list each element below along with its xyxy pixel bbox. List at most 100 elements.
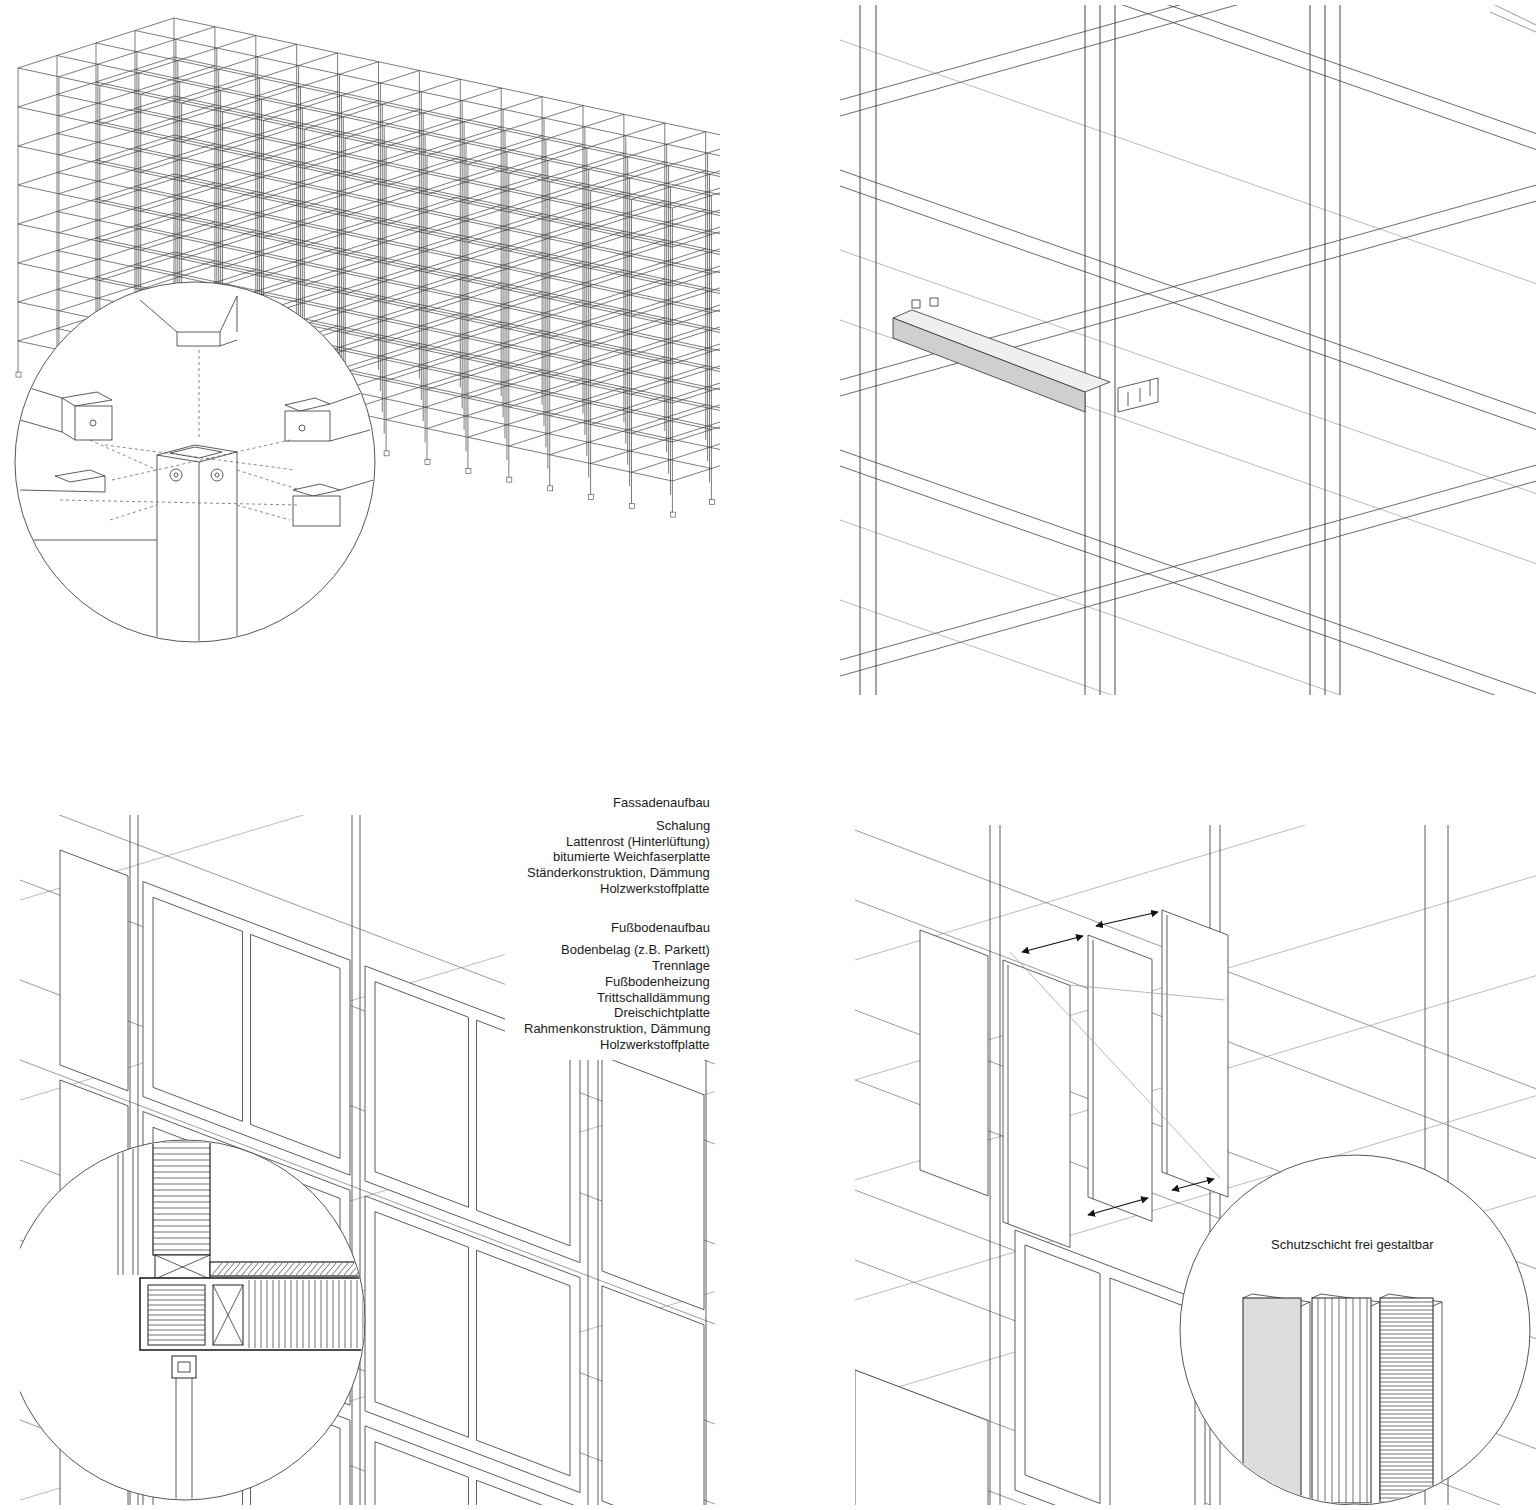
line-art — [357, 1280, 358, 1348]
line-art — [308, 1263, 318, 1275]
line-art — [62, 432, 75, 440]
line-art — [237, 296, 238, 332]
line-art — [155, 1255, 210, 1279]
line-art — [55, 470, 105, 482]
line-art — [840, 186, 1536, 430]
layer-label: Rahmenkonstruktion, Dämmung — [523, 1021, 711, 1036]
line-art — [157, 445, 237, 462]
line-art — [62, 398, 63, 432]
line-art — [840, 170, 1536, 414]
line-art — [1325, 1298, 1326, 1503]
line-art — [378, 62, 379, 370]
line-art — [1140, 388, 1141, 402]
line-art — [20, 420, 62, 432]
line-art — [224, 1263, 234, 1275]
line-art — [1380, 1310, 1433, 1311]
line-art — [296, 1263, 306, 1275]
line-art — [170, 469, 182, 481]
line-art — [840, 5, 1536, 116]
facade-elevation — [20, 815, 715, 1505]
line-art — [1380, 1334, 1433, 1335]
line-art — [542, 97, 543, 405]
line-art — [1008, 965, 1009, 1224]
line-art — [153, 1148, 210, 1149]
line-art — [155, 1255, 210, 1279]
line-art — [1380, 1482, 1433, 1483]
line-art — [1310, 5, 1311, 695]
line-art — [666, 144, 667, 452]
line-art — [172, 1356, 196, 1378]
line-art — [1128, 392, 1129, 406]
line-art — [220, 296, 237, 332]
line-art — [382, 104, 383, 412]
line-art — [140, 300, 177, 332]
line-art — [18, 68, 19, 376]
line-art — [345, 1280, 346, 1348]
line-art — [1243, 1298, 1301, 1498]
line-art — [375, 982, 469, 1208]
line-art — [876, 5, 877, 695]
dimension-arrow — [1022, 936, 1083, 952]
line-art — [248, 1263, 258, 1275]
line-art — [507, 477, 512, 482]
line-art — [199, 462, 200, 650]
line-art — [290, 1263, 300, 1275]
line-art — [705, 132, 706, 440]
line-art — [623, 114, 624, 422]
line-art — [153, 1220, 210, 1221]
line-art — [153, 1196, 210, 1197]
line-art — [386, 147, 387, 455]
line-art — [505, 815, 715, 1060]
line-art — [591, 258, 720, 308]
line-art — [148, 1305, 205, 1306]
line-art — [840, 450, 1536, 694]
line-art — [148, 1335, 205, 1336]
line-art — [153, 897, 243, 1121]
line-art — [1015, 1230, 1205, 1505]
line-art — [591, 297, 720, 347]
line-art — [1150, 380, 1151, 396]
line-art — [138, 1130, 139, 1275]
line-art — [1380, 1306, 1433, 1307]
line-art — [302, 1263, 312, 1275]
line-art — [508, 173, 509, 481]
line-art — [344, 1263, 354, 1275]
line-art — [912, 300, 920, 308]
line-art — [177, 332, 220, 346]
line-art — [380, 83, 381, 391]
note-label: Schutzschicht frei gestaltbar — [1270, 1237, 1435, 1252]
line-art — [237, 470, 300, 490]
line-art — [360, 815, 361, 1505]
line-art — [267, 1280, 268, 1348]
line-art — [477, 1480, 571, 1505]
line-art — [293, 496, 340, 526]
line-art — [709, 500, 714, 505]
line-art — [1490, 12, 1536, 32]
line-art — [1380, 1442, 1433, 1443]
layer-label: Trennlage — [651, 958, 711, 973]
line-art — [330, 390, 370, 404]
line-art — [1003, 960, 1070, 1247]
line-art — [237, 452, 238, 650]
wall-floor-section — [118, 1130, 378, 1510]
line-art — [1380, 1422, 1433, 1423]
line-art — [631, 199, 632, 507]
line-art — [1380, 1486, 1433, 1487]
line-art — [333, 1280, 334, 1348]
line-art — [1318, 1298, 1319, 1503]
line-art — [157, 455, 158, 650]
line-art — [220, 340, 237, 346]
line-art — [284, 1263, 294, 1275]
line-art — [279, 1280, 280, 1348]
layer-label: Schalung — [655, 818, 711, 833]
line-art — [1380, 1430, 1433, 1431]
line-art — [1360, 1298, 1361, 1503]
line-art — [1380, 1434, 1433, 1435]
line-art — [15, 282, 375, 642]
line-art — [1380, 1386, 1433, 1387]
line-art — [153, 1184, 210, 1185]
layer-label: Fassadenaufbau — [612, 795, 711, 810]
line-art — [1380, 1302, 1433, 1303]
line-art — [840, 481, 1536, 676]
line-art — [629, 178, 630, 486]
